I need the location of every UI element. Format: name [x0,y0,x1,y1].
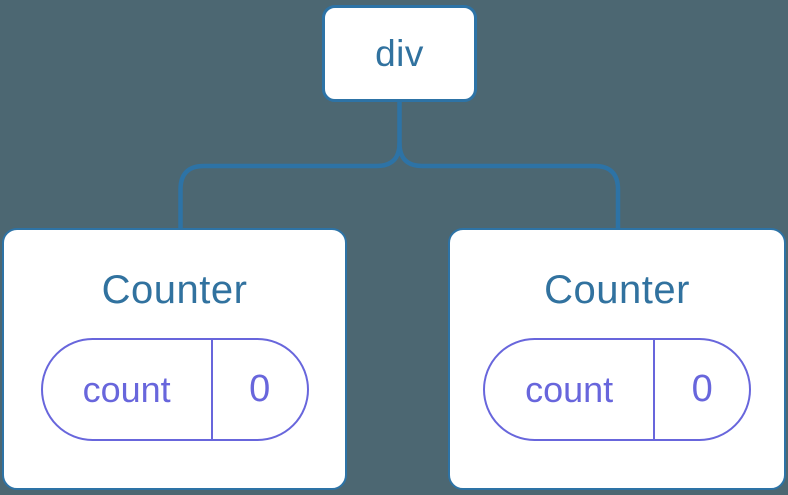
state-value: 0 [249,368,271,410]
state-key: count [485,340,656,439]
tree-node-div: div [322,5,477,102]
counter-card-left: Counter count 0 [2,228,347,490]
state-pill: count 0 [483,338,751,441]
root-node-label: div [375,32,424,74]
counter-card-right: Counter count 0 [448,228,786,490]
connector-left-branch [178,102,402,228]
state-pill: count 0 [40,338,309,441]
connector-right-branch [397,142,621,228]
component-title: Counter [544,268,690,312]
state-value: 0 [691,368,713,410]
component-title: Counter [101,268,248,312]
state-key: count [43,340,213,439]
